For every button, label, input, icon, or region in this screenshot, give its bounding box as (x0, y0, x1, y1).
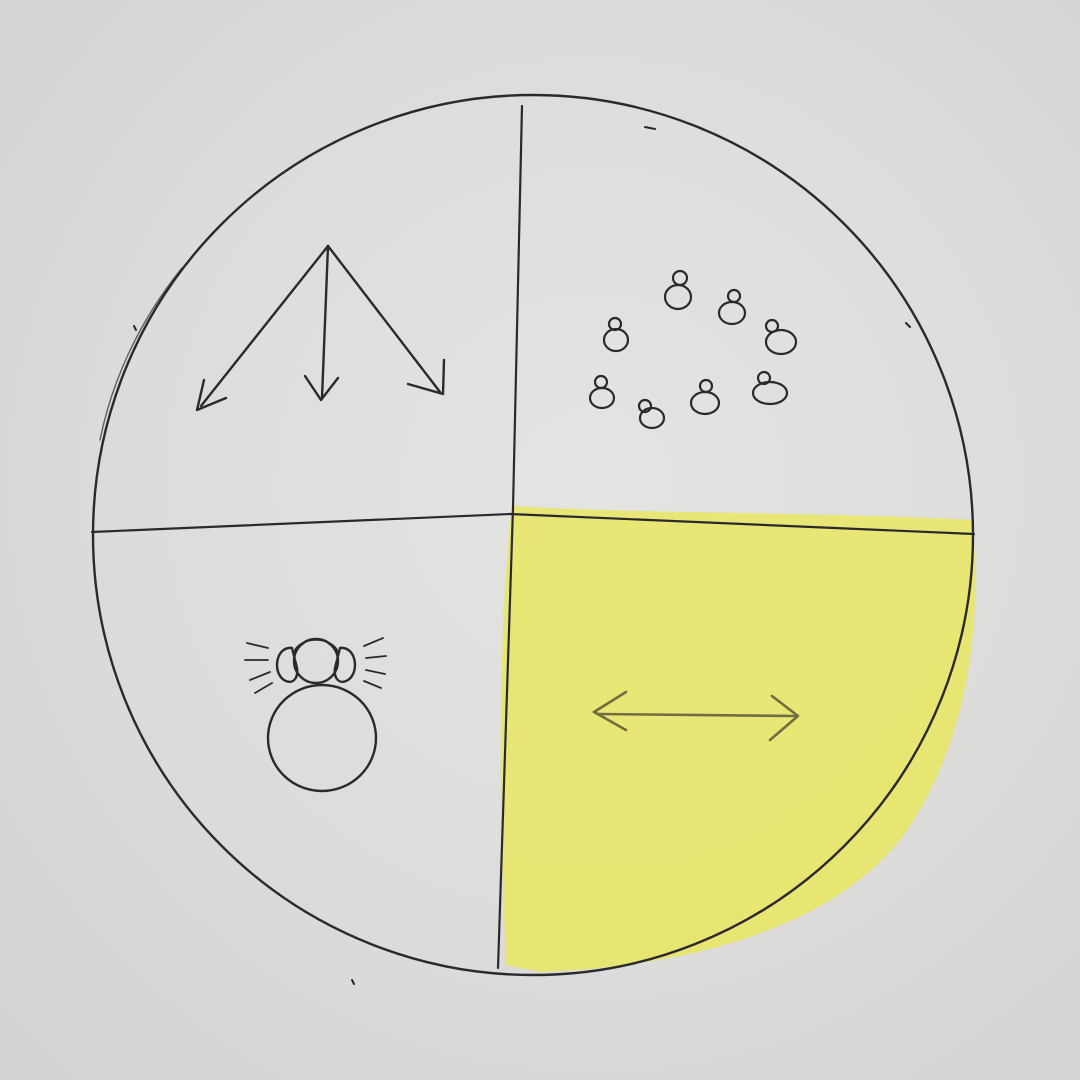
person-figure (637, 398, 666, 430)
double-headed-arrow-icon (592, 690, 800, 742)
sound-lines (244, 637, 387, 694)
person-figure (764, 318, 798, 356)
person-figure (751, 370, 789, 406)
stray-pen-marks (133, 126, 911, 985)
quadrant-divider-lines (90, 104, 976, 970)
people-in-circle-icon (588, 269, 798, 430)
highlighted-quadrant-fill (500, 506, 976, 972)
person-with-headphones-icon (244, 637, 387, 793)
diverging-arrows-icon (195, 244, 446, 412)
person-figure (663, 269, 693, 311)
person-figure (717, 288, 747, 326)
person-figure (602, 316, 630, 353)
person-figure (588, 374, 616, 410)
person-figure (689, 378, 721, 416)
